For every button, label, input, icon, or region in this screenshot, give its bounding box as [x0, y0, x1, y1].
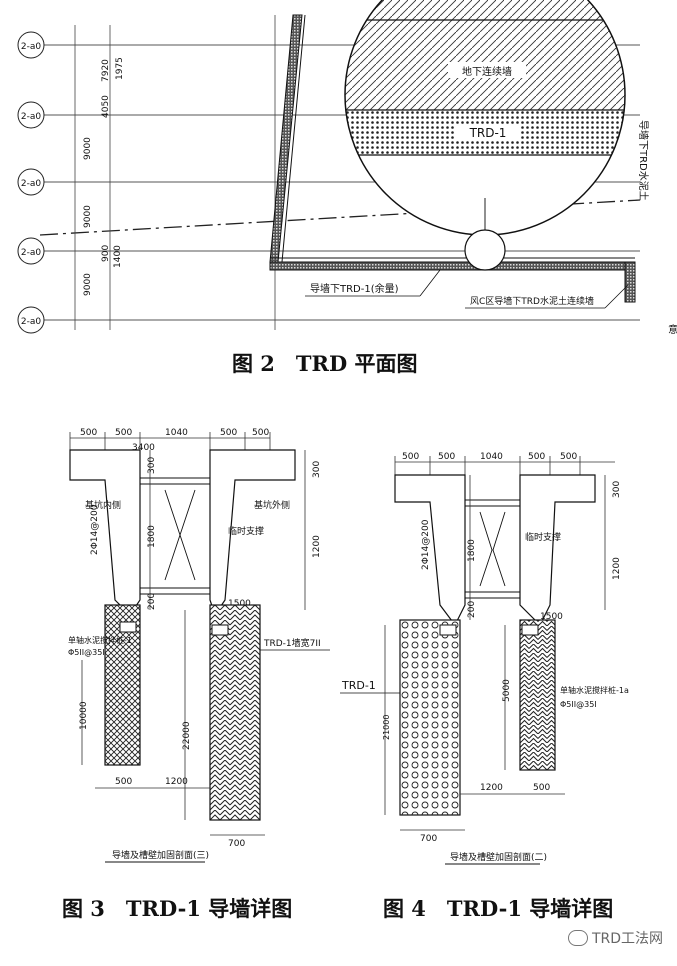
mixing-pile: [519, 619, 556, 771]
figure-4-drawing: 500 500 1040 500 500 临时支撑 2Φ14@200 300 1…: [340, 452, 629, 865]
svg-text:500: 500: [252, 428, 269, 438]
svg-text:500: 500: [402, 452, 419, 462]
svg-text:1800: 1800: [467, 539, 477, 562]
axis-marker: 2-a0: [17, 306, 45, 334]
svg-text:9000: 9000: [83, 137, 93, 160]
svg-text:500: 500: [528, 452, 545, 462]
svg-text:TRD-1墙宽7II: TRD-1墙宽7II: [263, 637, 321, 649]
figure-4-section: 500 500 1040 500 500 临时支撑 2Φ14@200 300 1…: [340, 410, 677, 880]
svg-text:TRD-1: TRD-1: [469, 126, 507, 140]
svg-text:导墙及槽壁加固剖面(三): 导墙及槽壁加固剖面(三): [112, 849, 209, 861]
svg-text:500: 500: [115, 428, 132, 438]
svg-text:2-a0: 2-a0: [21, 317, 41, 327]
axis-marker: 2-a0: [17, 101, 45, 129]
svg-text:地下连续墙: 地下连续墙: [462, 65, 512, 78]
detail-circle: 地下连续墙 TRD-1: [344, 0, 626, 271]
axis-marker: 2-a0: [17, 237, 45, 265]
svg-text:200: 200: [147, 593, 157, 610]
svg-text:300: 300: [312, 461, 322, 478]
svg-text:2-a0: 2-a0: [21, 112, 41, 122]
axis-marker: 2-a0: [17, 31, 45, 59]
svg-text:导墙及槽壁加固剖面(二): 导墙及槽壁加固剖面(二): [450, 851, 547, 863]
svg-text:Φ5II@35I: Φ5II@35I: [68, 648, 105, 657]
svg-text:图A-A平面示意: 图A-A平面示意: [668, 323, 677, 336]
svg-text:300: 300: [612, 481, 622, 498]
svg-text:9000: 9000: [83, 273, 93, 296]
svg-text:1500: 1500: [540, 612, 563, 622]
wechat-icon: [567, 930, 588, 946]
guide-wall: [269, 257, 636, 303]
svg-text:500: 500: [80, 428, 97, 438]
svg-text:500: 500: [438, 452, 455, 462]
svg-text:9000: 9000: [83, 205, 93, 228]
svg-text:5000: 5000: [502, 679, 512, 702]
svg-text:2Φ14@200: 2Φ14@200: [421, 519, 431, 570]
svg-text:临时支撑: 临时支撑: [525, 531, 561, 543]
svg-text:1500: 1500: [228, 599, 251, 609]
svg-text:导墙下TRD水泥土: 导墙下TRD水泥土: [637, 120, 650, 201]
svg-text:500: 500: [220, 428, 237, 438]
watermark: TRD工法网: [567, 928, 663, 948]
figure-2-plan: 2-a0 2-a0 2-a0 2-a0 2-a0 7920 1975 4050 …: [0, 0, 677, 340]
axis-marker: 2-a0: [17, 168, 45, 196]
svg-text:22000: 22000: [182, 721, 192, 750]
svg-text:基坑外侧: 基坑外侧: [254, 499, 290, 511]
svg-text:基坑内侧: 基坑内侧: [85, 499, 121, 511]
svg-text:1040: 1040: [165, 428, 188, 438]
svg-text:1400: 1400: [113, 245, 123, 268]
svg-text:2-a0: 2-a0: [21, 42, 41, 52]
trd-wall: [399, 619, 461, 816]
svg-text:4050: 4050: [101, 95, 111, 118]
svg-text:700: 700: [420, 834, 437, 844]
svg-text:1200: 1200: [480, 783, 503, 793]
svg-text:TRD-1: TRD-1: [341, 679, 376, 692]
svg-text:700: 700: [228, 839, 245, 849]
svg-text:500: 500: [115, 777, 132, 787]
svg-text:临时支撑: 临时支撑: [228, 525, 264, 537]
axis-markers: 2-a0 2-a0 2-a0 2-a0 2-a0: [17, 31, 45, 334]
svg-text:1200: 1200: [165, 777, 188, 787]
svg-text:500: 500: [533, 783, 550, 793]
svg-text:1975: 1975: [115, 57, 125, 80]
figure-4-caption: 图 4 TRD-1 导墙详图: [383, 896, 614, 921]
watermark-text: TRD工法网: [591, 931, 663, 947]
svg-text:2Φ14@200: 2Φ14@200: [90, 504, 100, 555]
svg-text:1040: 1040: [480, 452, 503, 462]
svg-text:21000: 21000: [382, 715, 391, 740]
svg-text:风C区导墙下TRD水泥土连续墙: 风C区导墙下TRD水泥土连续墙: [470, 295, 594, 307]
svg-text:300: 300: [147, 457, 157, 474]
guide-walls: [394, 474, 596, 627]
svg-text:10000: 10000: [79, 701, 89, 730]
figure-3-drawing: 500 500 1040 500 500 3400 300 300 1800 1…: [68, 428, 330, 863]
figure-3-section: 500 500 1040 500 500 3400 300 300 1800 1…: [0, 410, 340, 880]
figure-2-caption: 图 2 TRD 平面图: [232, 351, 418, 376]
svg-text:1200: 1200: [612, 557, 622, 580]
svg-text:Φ5II@35I: Φ5II@35I: [560, 700, 597, 709]
svg-text:单轴水泥搅拌桩-1: 单轴水泥搅拌桩-1: [68, 635, 132, 645]
figure-2-drawing: 2-a0 2-a0 2-a0 2-a0 2-a0 7920 1975 4050 …: [17, 0, 677, 336]
trd-wall: [209, 604, 261, 821]
svg-text:2-a0: 2-a0: [21, 179, 41, 189]
svg-text:200: 200: [467, 601, 477, 618]
svg-text:1200: 1200: [312, 535, 322, 558]
svg-text:2-a0: 2-a0: [21, 248, 41, 258]
svg-text:单轴水泥搅拌桩-1a: 单轴水泥搅拌桩-1a: [560, 685, 629, 695]
svg-text:900: 900: [101, 245, 111, 262]
svg-text:500: 500: [560, 452, 577, 462]
figure-3-caption: 图 3 TRD-1 导墙详图: [62, 896, 293, 921]
svg-text:导墙下TRD-1(余量): 导墙下TRD-1(余量): [310, 282, 399, 295]
svg-text:3400: 3400: [132, 443, 155, 453]
svg-text:7920: 7920: [101, 59, 111, 82]
svg-text:1800: 1800: [147, 525, 157, 548]
temporary-support: [465, 499, 520, 599]
temporary-support: [140, 477, 210, 595]
